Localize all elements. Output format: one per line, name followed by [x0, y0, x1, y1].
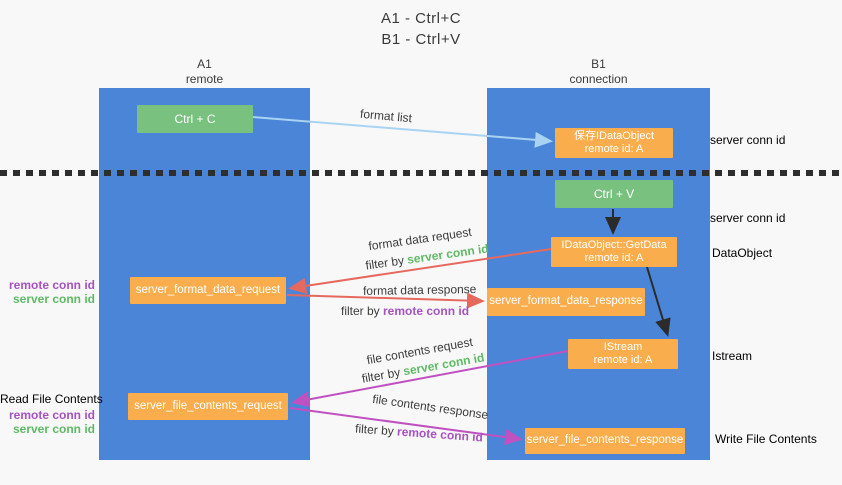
remote-conn-id-annotation: remote conn id	[8, 408, 95, 422]
remote-conn-id-annotation: remote conn id	[8, 278, 95, 292]
getdata-title: IDataObject::GetData	[561, 238, 667, 251]
file-request-label: server_file_contents_request	[134, 399, 282, 412]
istream-side-label: Istream	[712, 349, 753, 363]
server-conn-id-annotation-top: server conn id	[710, 133, 786, 147]
title-line-b1: B1 - Ctrl+V	[381, 31, 461, 48]
file-request-conn-ids: remote conn id server conn id	[0, 408, 95, 436]
save-idataobject-title: 保存IDataObject	[573, 129, 655, 142]
column-b1-role: connection	[569, 72, 628, 86]
column-a1-id: A1	[197, 57, 212, 71]
file-response-filter-label: filter by remote conn id	[355, 422, 484, 445]
save-idataobject-box: 保存IDataObject remote id: A	[555, 128, 673, 158]
istream-remote-id: remote id: A	[593, 354, 653, 366]
file-contents-response-label: file contents response	[371, 391, 490, 423]
server-format-data-request-box: server_format_data_request	[130, 277, 286, 304]
server-format-data-response-box: server_format_data_response	[487, 288, 645, 316]
dotted-divider-line	[0, 170, 842, 176]
server-conn-id-annotation: server conn id	[12, 422, 95, 436]
save-idataobject-remote-id: remote id: A	[584, 143, 644, 155]
column-a1-role: remote	[185, 72, 224, 86]
column-header-a1: A1 remote	[99, 57, 310, 87]
write-file-contents-label: Write File Contents	[715, 432, 817, 446]
dataobject-label: DataObject	[712, 246, 773, 260]
ctrl-c-label: Ctrl + C	[174, 112, 216, 126]
title-line-a1: A1 - Ctrl+C	[380, 10, 462, 27]
getdata-remote-id: remote id: A	[584, 252, 644, 264]
server-file-contents-response-box: server_file_contents_response	[525, 428, 685, 454]
ctrl-v-label: Ctrl + V	[593, 187, 635, 201]
filter-by-text: filter by	[360, 364, 405, 386]
format-data-response-label: format data response	[362, 282, 477, 298]
filter-by-text: filter by	[354, 421, 398, 439]
idataobject-getdata-box: IDataObject::GetData remote id: A	[551, 237, 677, 267]
read-file-contents-label: Read File Contents	[0, 392, 103, 406]
filter-by-text: filter by	[364, 252, 409, 273]
server-file-contents-request-box: server_file_contents_request	[128, 393, 288, 420]
format-response-filter-label: filter by remote conn id	[341, 304, 469, 318]
istream-box: IStream remote id: A	[568, 339, 678, 369]
server-conn-id-annotation: server conn id	[12, 292, 95, 306]
ctrl-v-box: Ctrl + V	[555, 180, 673, 208]
column-b1-id: B1	[591, 57, 606, 71]
ctrl-c-box: Ctrl + C	[137, 105, 253, 133]
format-request-label: server_format_data_request	[135, 283, 281, 296]
remote-conn-id-text: remote conn id	[396, 424, 484, 445]
remote-conn-id-text: remote conn id	[383, 304, 470, 318]
file-response-label: server_file_contents_response	[526, 434, 684, 447]
istream-title: IStream	[603, 340, 643, 353]
column-header-b1: B1 connection	[487, 57, 710, 87]
format-request-conn-ids: remote conn id server conn id	[0, 278, 95, 306]
format-response-label: server_format_data_response	[489, 295, 643, 308]
server-conn-id-annotation-mid: server conn id	[710, 211, 786, 225]
diagram-title: A1 - Ctrl+C B1 - Ctrl+V	[0, 8, 842, 50]
format-list-label: format list	[359, 106, 413, 126]
filter-by-text: filter by	[341, 304, 384, 318]
